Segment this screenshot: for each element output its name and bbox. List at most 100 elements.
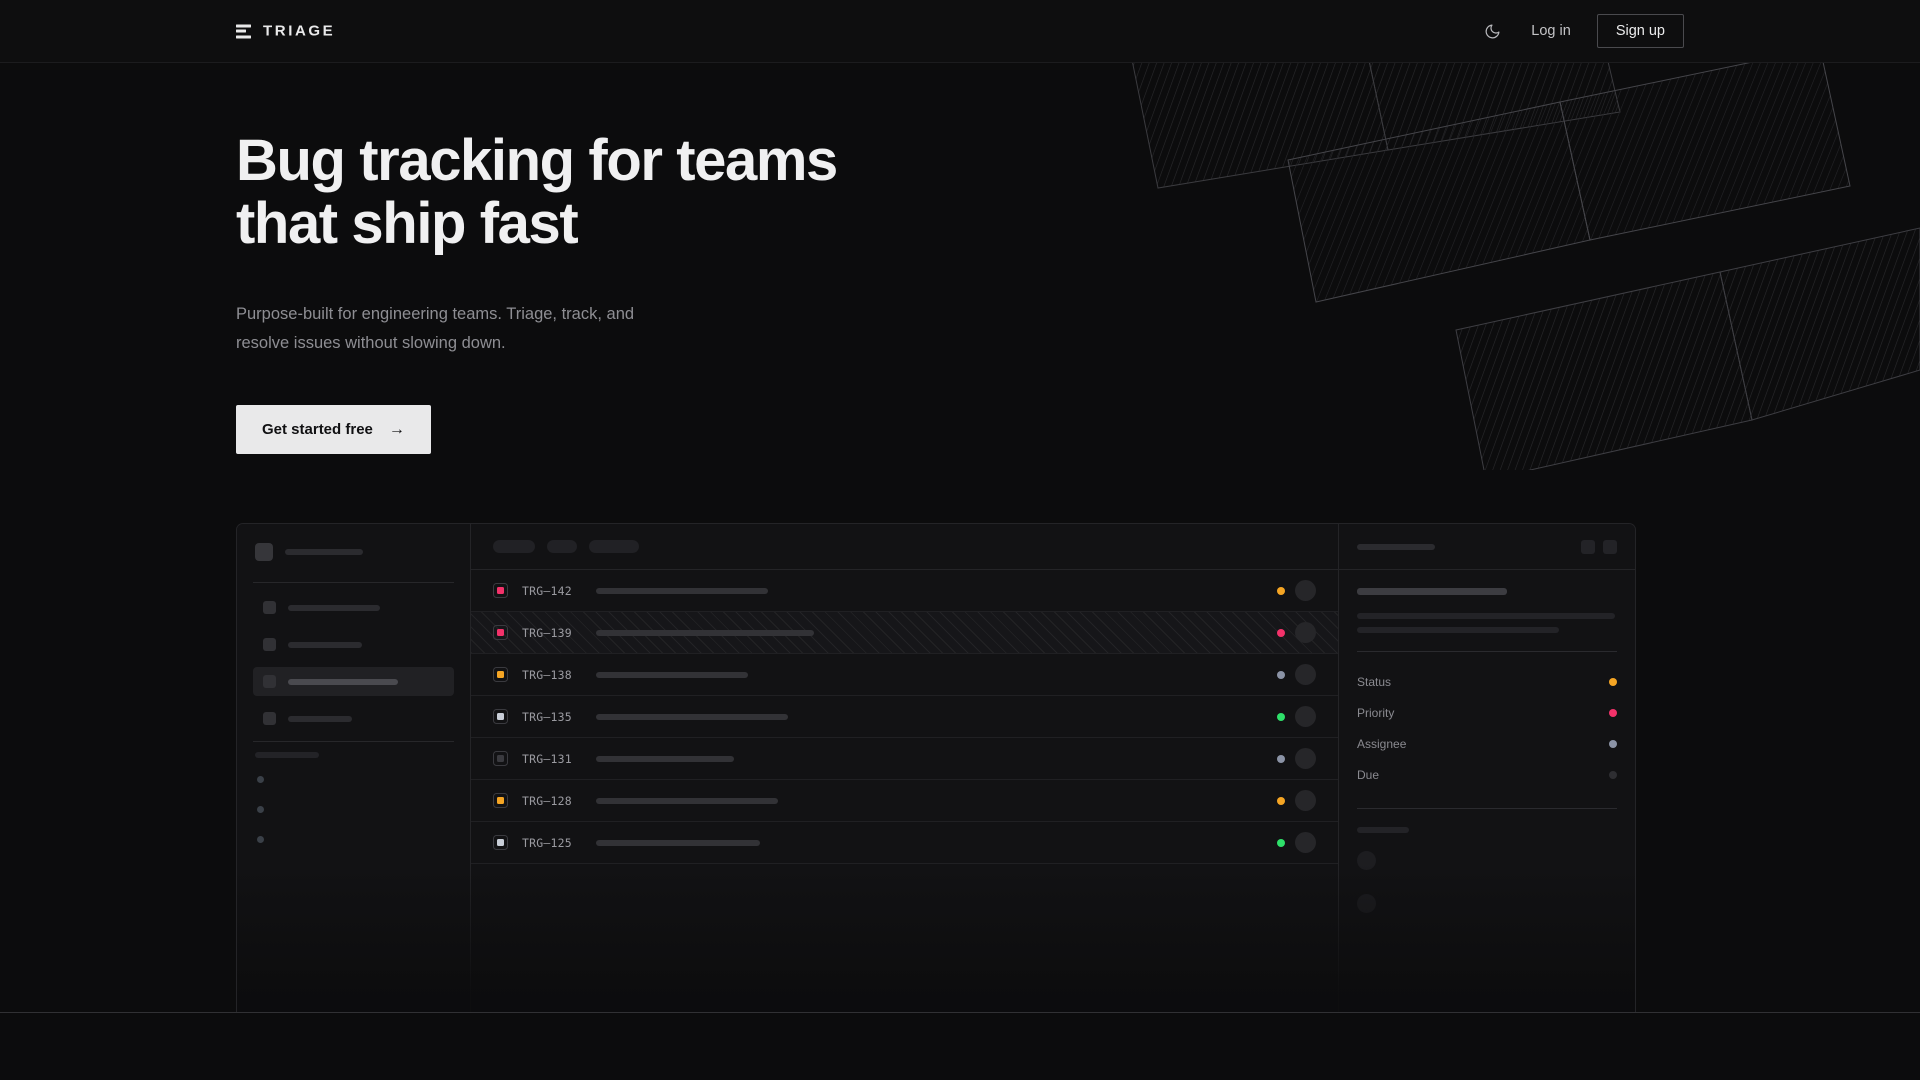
sidebar-sub-item-2[interactable] (257, 836, 264, 843)
detail-header (1339, 524, 1635, 570)
sidebar-sub-item-0[interactable] (257, 776, 264, 783)
detail-description (1357, 613, 1617, 633)
detail-header-actions (1581, 539, 1617, 554)
issue-row-meta (1277, 664, 1316, 685)
priority-swatch (497, 671, 504, 678)
status-dot[interactable] (1277, 670, 1285, 679)
issue-title-placeholder (596, 797, 778, 804)
activity-list (1357, 851, 1617, 913)
hero-subtitle: Purpose-built for engineering teams. Tri… (236, 305, 635, 353)
signup-button[interactable]: Sign up (1596, 14, 1684, 48)
workspace-switcher[interactable] (253, 524, 454, 580)
section-divider (0, 1012, 1920, 1013)
priority-indicator-icon[interactable] (493, 625, 508, 640)
cta-label: Get started free (262, 421, 373, 439)
brand-logo[interactable]: TRIAGE (236, 23, 335, 40)
meta-label: Status (1357, 674, 1392, 689)
nav-item-icon (263, 712, 276, 725)
assignee-avatar[interactable] (1295, 622, 1316, 643)
priority-indicator-icon[interactable] (493, 709, 508, 724)
moon-icon (1485, 24, 1500, 38)
workspace-avatar (255, 543, 273, 561)
issue-row[interactable]: TRG–131 (471, 738, 1338, 780)
workspace-name-placeholder (285, 549, 363, 555)
sidebar-nav-item-3[interactable] (253, 704, 454, 733)
assignee-avatar[interactable] (1295, 748, 1316, 769)
sidebar-nav-item-0[interactable] (253, 593, 454, 622)
assignee-avatar[interactable] (1295, 706, 1316, 727)
detail-divider (1357, 651, 1617, 652)
priority-indicator-icon[interactable] (493, 793, 508, 808)
priority-indicator-icon[interactable] (493, 667, 508, 682)
issue-id: TRG–135 (522, 709, 572, 724)
priority-indicator-icon[interactable] (493, 583, 508, 598)
sidebar-nav-item-2[interactable] (253, 667, 454, 696)
issue-row-meta (1277, 580, 1316, 601)
page-title: Bug tracking for teams that ship fast (236, 128, 838, 257)
brand-name: TRIAGE (263, 22, 336, 40)
priority-indicator-icon[interactable] (493, 751, 508, 766)
issue-title-placeholder (596, 629, 814, 636)
issue-row[interactable]: TRG–135 (471, 696, 1338, 738)
issue-row-meta (1277, 706, 1316, 727)
theme-toggle-button[interactable] (1479, 18, 1505, 44)
list-filter-bar (471, 524, 1338, 570)
priority-swatch (497, 839, 504, 846)
meta-label: Priority (1357, 705, 1395, 720)
assignee-avatar[interactable] (1295, 580, 1316, 601)
priority-swatch (497, 797, 504, 804)
meta-row-assignee[interactable]: Assignee (1357, 728, 1617, 759)
assignee-avatar[interactable] (1295, 790, 1316, 811)
meta-row-priority[interactable]: Priority (1357, 697, 1617, 728)
issue-id: TRG–139 (522, 625, 572, 640)
arrow-right-icon: → (388, 420, 405, 438)
filter-chip-0[interactable] (493, 540, 535, 553)
issue-row[interactable]: TRG–142 (471, 570, 1338, 612)
nav-item-label-placeholder (288, 604, 380, 611)
login-button[interactable]: Log in (1531, 23, 1571, 39)
meta-row-status[interactable]: Status (1357, 666, 1617, 697)
meta-row-due[interactable]: Due (1357, 759, 1617, 790)
issue-row[interactable]: TRG–139 (471, 612, 1338, 654)
get-started-button[interactable]: Get started free → (236, 405, 431, 455)
detail-header-button-0[interactable] (1581, 539, 1595, 554)
status-dot[interactable] (1277, 628, 1285, 637)
filter-chip-2[interactable] (589, 540, 639, 553)
status-dot[interactable] (1277, 586, 1285, 595)
sidebar-divider-top (253, 582, 454, 583)
issue-row[interactable]: TRG–138 (471, 654, 1338, 696)
priority-swatch (497, 755, 504, 762)
priority-swatch (497, 713, 504, 720)
activity-section-label (1357, 827, 1409, 833)
status-dot[interactable] (1277, 838, 1285, 847)
status-dot[interactable] (1277, 712, 1285, 721)
issue-row[interactable]: TRG–128 (471, 780, 1338, 822)
app-sidebar (237, 524, 471, 1013)
issue-row[interactable]: TRG–125 (471, 822, 1338, 864)
activity-avatar-0 (1357, 851, 1376, 870)
site-header: TRIAGE Log in Sign up (0, 0, 1920, 63)
assignee-avatar[interactable] (1295, 664, 1316, 685)
filter-chip-1[interactable] (547, 540, 577, 553)
nav-item-label-placeholder (288, 641, 362, 648)
sidebar-nav-item-1[interactable] (253, 630, 454, 659)
meta-label: Assignee (1357, 736, 1407, 751)
detail-header-button-1[interactable] (1603, 539, 1617, 554)
issue-title-placeholder (596, 839, 760, 846)
status-dot[interactable] (1277, 796, 1285, 805)
sidebar-section-label (255, 752, 319, 758)
issue-title-placeholder (596, 671, 748, 678)
status-dot[interactable] (1277, 754, 1285, 763)
assignee-avatar[interactable] (1295, 832, 1316, 853)
nav-item-label-placeholder (288, 715, 352, 722)
priority-indicator-icon[interactable] (493, 835, 508, 850)
sidebar-sub-item-1[interactable] (257, 806, 264, 813)
detail-breadcrumb-placeholder (1357, 543, 1435, 550)
